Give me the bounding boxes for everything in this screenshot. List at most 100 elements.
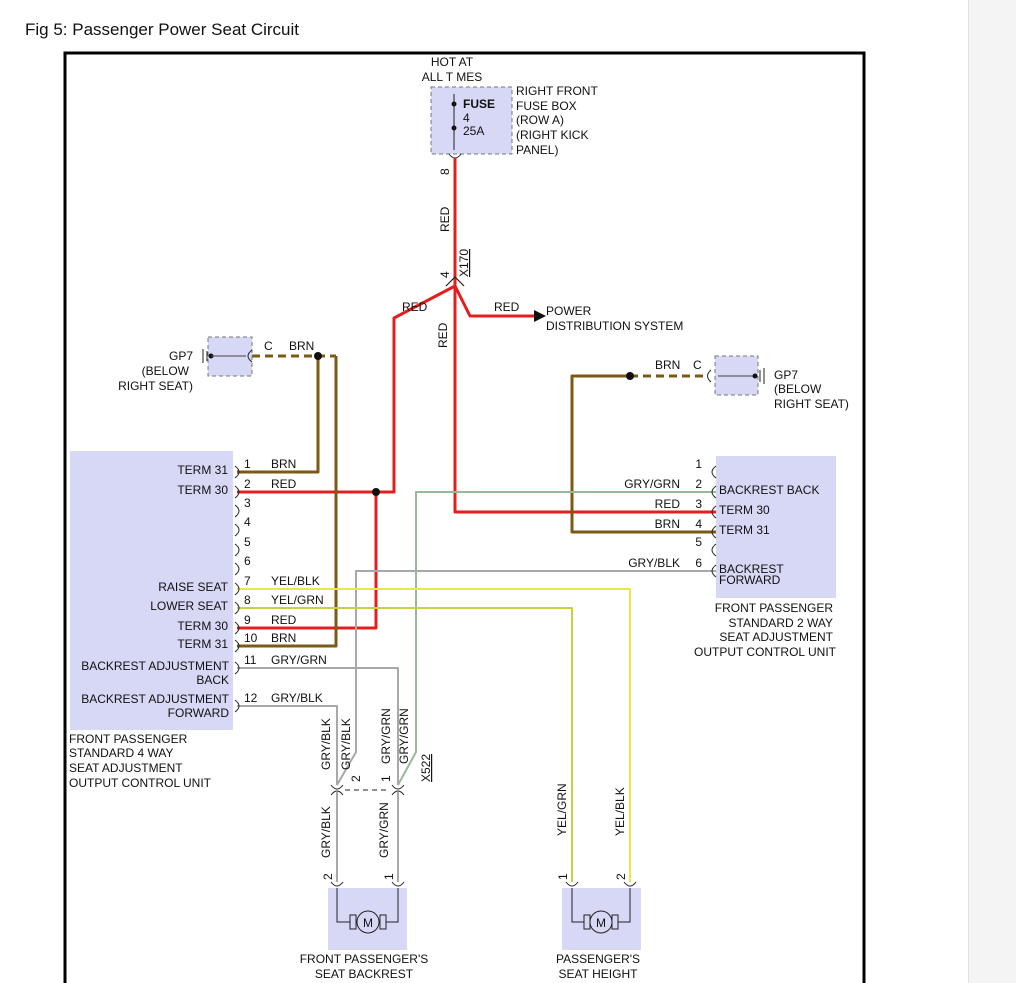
wire-brn-to-pin10 [237, 356, 338, 648]
right-unit-pin-number: 3 [695, 497, 702, 511]
left-unit-pin-number: 3 [244, 496, 251, 510]
right-unit-name-4: OUTPUT CONTROL UNIT [694, 645, 837, 659]
left-unit-name-4: OUTPUT CONTROL UNIT [69, 776, 212, 790]
left-unit-label-backrest-forward-2: FORWARD [168, 706, 230, 720]
right-unit-pin-symbol [711, 505, 717, 519]
fuse-box: HOT AT ALL T MES FUSE 4 25A RIGHT FRONT … [422, 55, 599, 175]
left-unit-pin-number: 11 [244, 653, 257, 667]
right-unit-name-3: SEAT ADJUSTMENT [719, 630, 833, 644]
left-unit-pin-symbol [234, 621, 240, 635]
ground-right-pin: C [693, 358, 702, 372]
left-unit-label-backrest-forward-1: BACKREST ADJUSTMENT [81, 692, 229, 706]
x522-pin1-bottom [391, 790, 405, 796]
wire-label-gry-grn-3: GRY/GRN [377, 802, 391, 858]
right-unit-pin-symbol [711, 564, 717, 578]
wire-label-gry-grn-2: GRY/GRN [397, 708, 411, 764]
right-unit-pin-label: BACKREST [719, 562, 784, 576]
splice-x170-symbol [445, 276, 465, 287]
left-unit-pin-symbol [234, 523, 240, 537]
fuse-dot-bottom [451, 125, 457, 131]
right-unit-pin-number: 1 [695, 457, 702, 471]
ground-left-pin-symbol [247, 349, 253, 363]
left-unit-pin-wire-label: RED [271, 613, 297, 627]
wire-label-red-fuse: RED [438, 206, 452, 232]
fuse-pin-number: 8 [438, 168, 452, 175]
x522-pin2-number: 2 [349, 775, 363, 782]
motor-seat-backrest: 2 1 M FRONT PASSENGER'S SEAT BACKREST [300, 873, 429, 981]
left-unit-pin-symbol [234, 601, 240, 615]
left-unit-pin-number: 2 [244, 477, 251, 491]
left-unit-pin-number: 1 [244, 457, 251, 471]
left-unit-pin-label: TERM 30 [177, 619, 228, 633]
ground-gp7-left: C BRN GP7 (BELOW RIGHT SEAT) [118, 336, 314, 393]
left-unit-pin-label: TERM 31 [177, 463, 228, 477]
splice-pin-number: 4 [438, 271, 452, 278]
fuse-rating: 25A [463, 124, 484, 138]
right-unit-label-forward: FORWARD [719, 573, 781, 587]
left-unit-pin-label: RAISE SEAT [158, 580, 228, 594]
fuse-number: 4 [463, 111, 470, 125]
left-unit-label-backrest-back-2: BACK [196, 673, 229, 687]
right-unit-pin-symbol [711, 485, 717, 499]
motor-height-symbol: M [596, 916, 606, 930]
left-unit-pin-number: 9 [244, 613, 251, 627]
left-unit-pin-symbol [234, 504, 240, 518]
right-unit-pin-wire-label: GRY/GRN [624, 477, 680, 491]
left-unit-pin-number: 8 [244, 593, 251, 607]
left-unit-pin-wire-label: YEL/GRN [271, 593, 324, 607]
left-unit-pin-label: LOWER SEAT [150, 599, 228, 613]
fuse-location-4: (RIGHT KICK [516, 128, 588, 142]
left-unit-pin-wire-label: BRN [271, 457, 296, 471]
ground-right-line3: RIGHT SEAT) [774, 397, 849, 411]
motor-backrest-pin1: 1 [382, 873, 396, 880]
page-gutter [968, 0, 1016, 983]
figure-title: Fig 5: Passenger Power Seat Circuit [25, 20, 300, 39]
wire-brn-to-pin1 [237, 356, 320, 474]
left-unit-pin-label: TERM 31 [177, 637, 228, 651]
left-unit-pin-label: TERM 30 [177, 483, 228, 497]
fuse-label: FUSE [463, 97, 495, 111]
diagram-frame [63, 51, 866, 983]
power-dist-arrow-icon [534, 310, 546, 322]
left-unit-pin-symbol [234, 562, 240, 576]
right-unit-pin-label: BACKREST BACK [719, 483, 819, 497]
wire-red-to-power-dist [453, 285, 534, 318]
fuse-dot-top [451, 101, 457, 107]
wire-label-gry-grn-1: GRY/GRN [379, 708, 393, 764]
right-unit-name-1: FRONT PASSENGER [715, 601, 834, 615]
motor-height-name-1: PASSENGER'S [556, 952, 640, 966]
ground-gp7-right: C BRN GP7 (BELOW RIGHT SEAT) [655, 355, 849, 411]
left-unit-pin-number: 5 [244, 535, 251, 549]
left-unit-pin-symbol [234, 465, 240, 479]
right-unit-pin-wire-label: RED [655, 497, 681, 511]
motor-height-icon [589, 910, 613, 934]
right-unit-pin-number: 4 [695, 517, 702, 531]
fuse-location-2: FUSE BOX [516, 99, 577, 113]
wire-label-yel-blk-motor: YEL/BLK [613, 787, 627, 836]
fuse-location-5: PANEL) [516, 143, 558, 157]
right-unit-pin-label: TERM 31 [719, 523, 770, 537]
left-unit-pin-symbol [234, 639, 240, 653]
left-unit-pin-number: 6 [244, 554, 251, 568]
junction-node-brn-left [314, 352, 322, 360]
right-unit-pin-wire-label: BRN [655, 517, 680, 531]
left-unit-pin-symbol [234, 661, 240, 675]
right-unit-pin-number: 2 [695, 477, 702, 491]
right-unit-box [716, 456, 836, 598]
ground-left-name: GP7 [169, 349, 193, 363]
splice-id: X170 [457, 249, 471, 277]
left-unit-name-2: STANDARD 4 WAY [69, 746, 173, 760]
motor-backrest-icon [356, 910, 380, 934]
motor-backrest-pin2: 2 [321, 873, 335, 880]
fuse-box-outline [430, 86, 513, 155]
junction-node-red [372, 488, 380, 496]
right-unit-pin-symbol [711, 525, 717, 539]
right-unit-pin-number: 6 [695, 556, 702, 570]
right-unit-pin-symbol [711, 465, 717, 479]
power-dist-label-1: POWER [546, 304, 592, 318]
ground-left-line3: RIGHT SEAT) [118, 379, 193, 393]
motor-backrest-box [328, 888, 407, 950]
motor-height-pin1: 1 [556, 873, 570, 880]
left-unit-pin-symbol [234, 485, 240, 499]
